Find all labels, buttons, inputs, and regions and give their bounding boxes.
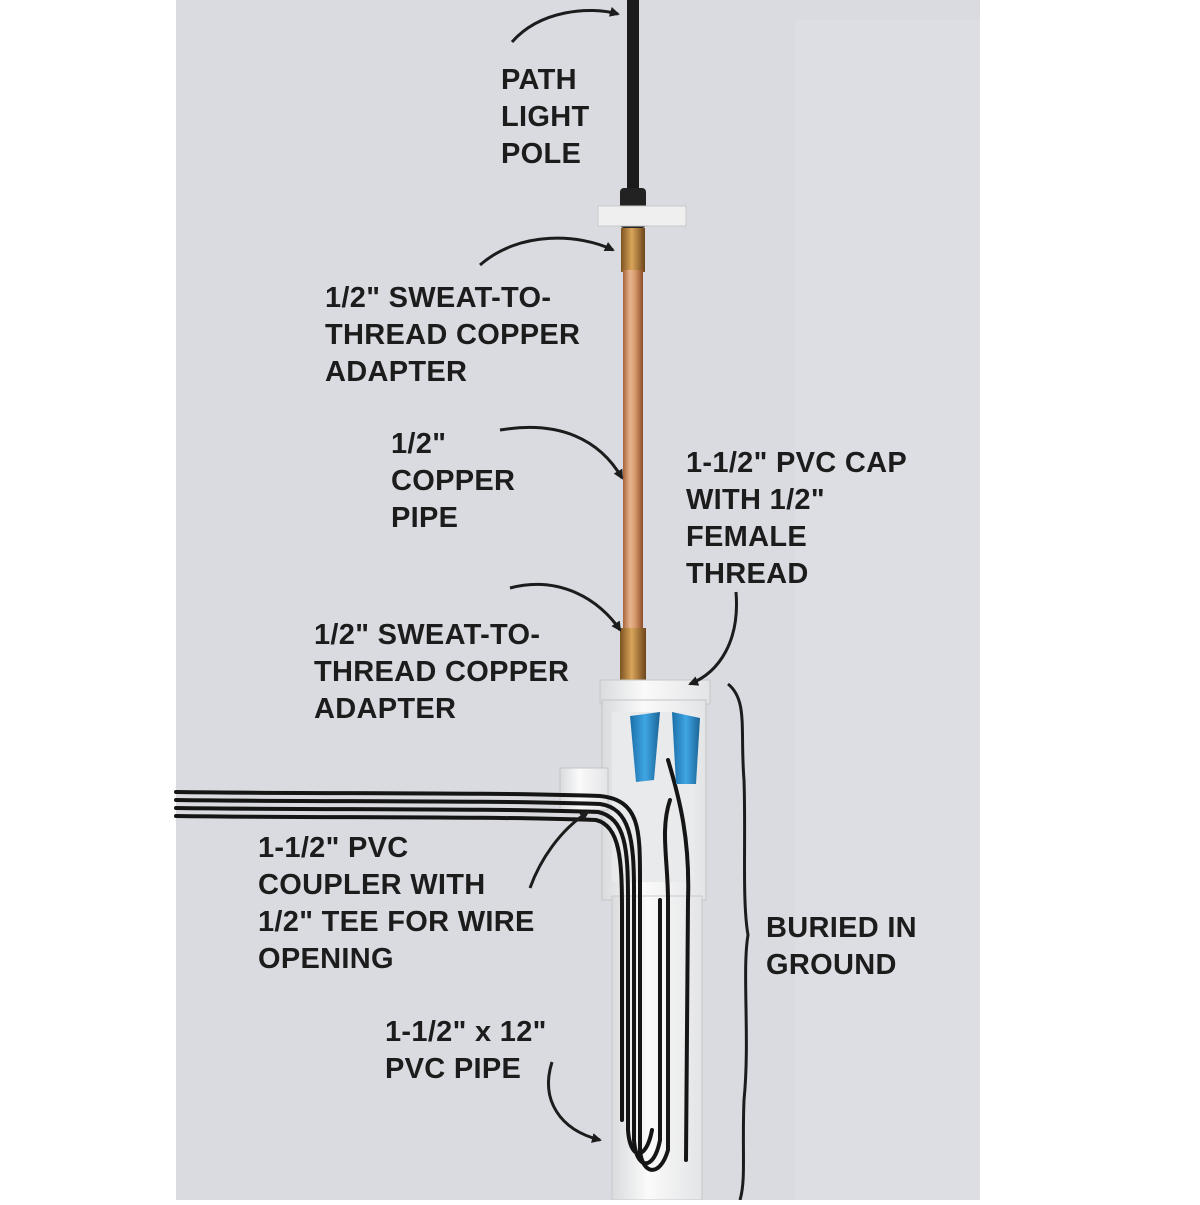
label-pvc-coupler: 1-1/2" PVC COUPLER WITH 1/2" TEE FOR WIR… — [258, 832, 535, 975]
label-buried-in-ground: BURIED IN GROUND — [766, 912, 917, 981]
bottom-adapter — [620, 628, 646, 680]
label-adapter-top: 1/2" SWEAT-TO- THREAD COPPER ADAPTER — [325, 282, 581, 388]
ground-bracket — [727, 682, 750, 1201]
arrow-adapter-bottom — [509, 583, 622, 632]
label-pvc-cap: 1-1/2" PVC CAP WITH 1/2" FEMALE THREAD — [686, 447, 908, 590]
label-path-light-pole: PATH LIGHT POLE — [501, 64, 590, 170]
backdrop-panel-right — [795, 20, 980, 1200]
arrow-pvc-pipe — [547, 1061, 602, 1143]
arrow-adapter-top — [479, 236, 615, 267]
copper-pipe — [623, 270, 643, 628]
label-adapter-bottom: 1/2" SWEAT-TO- THREAD COPPER ADAPTER — [314, 619, 570, 725]
arrow-pvc-cap — [688, 591, 739, 686]
wire-nut-left — [630, 712, 660, 782]
top-adapter — [621, 228, 645, 272]
label-pvc-pipe: 1-1/2" x 12" PVC PIPE — [385, 1016, 547, 1085]
wire-nut-right — [672, 712, 700, 784]
arrow-pvc-coupler — [528, 810, 590, 889]
arrow-path-light-pole — [510, 6, 620, 43]
path-light-pole — [627, 0, 639, 190]
wire-bundle — [174, 758, 691, 1172]
label-copper-pipe: 1/2" COPPER PIPE — [391, 428, 516, 534]
top-bracket — [597, 205, 687, 227]
arrow-copper-pipe — [499, 425, 624, 480]
